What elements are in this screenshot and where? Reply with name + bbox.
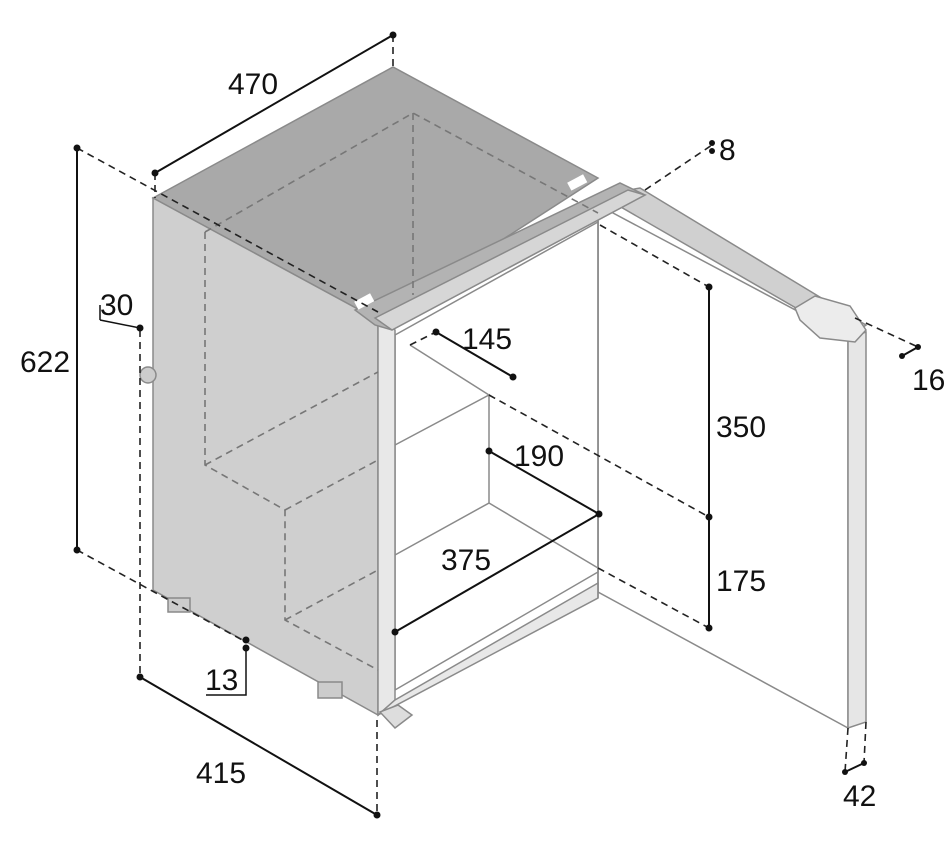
ext-bottom bbox=[76, 549, 247, 643]
ext-top bbox=[76, 147, 379, 313]
door-panel bbox=[597, 203, 849, 730]
ext-8 bbox=[644, 144, 713, 191]
hidden-step bbox=[284, 459, 379, 511]
foot-bottom bbox=[317, 681, 343, 699]
dim-415: 415 bbox=[136, 673, 381, 819]
dim-190: 190 bbox=[485, 440, 603, 518]
ext-42-a bbox=[844, 727, 849, 773]
ext-350-top bbox=[599, 224, 710, 288]
dim-16: 16 bbox=[899, 344, 945, 397]
dim-415-label: 415 bbox=[196, 757, 246, 790]
dim-8: 8 bbox=[709, 134, 736, 167]
ext-350-mid bbox=[488, 394, 710, 518]
ext-145 bbox=[409, 331, 437, 346]
dim-30: 30 bbox=[99, 289, 144, 332]
hidden-step-bottom bbox=[284, 569, 379, 621]
dim-470: 470 bbox=[151, 31, 397, 177]
mount-slot-front bbox=[354, 293, 375, 310]
inner-floor-line bbox=[488, 502, 599, 569]
ext-42-b bbox=[863, 721, 867, 764]
dim-622-label: 622 bbox=[20, 346, 70, 379]
dim-8-label: 8 bbox=[719, 134, 736, 167]
dim-350-label: 350 bbox=[716, 411, 766, 444]
dim-175: 175 bbox=[705, 517, 766, 632]
dim-13: 13 bbox=[205, 636, 250, 697]
dim-190-label: 190 bbox=[514, 440, 564, 473]
door-edge bbox=[847, 330, 867, 730]
dim-30-label: 30 bbox=[100, 289, 133, 322]
dim-42: 42 bbox=[842, 760, 876, 813]
door-handle bbox=[794, 295, 867, 343]
dim-145: 145 bbox=[432, 323, 517, 381]
top-trim-highlight bbox=[373, 189, 647, 331]
dim-622: 622 bbox=[20, 144, 81, 554]
hidden-step-top bbox=[204, 371, 379, 466]
dim-375-label: 375 bbox=[441, 544, 491, 577]
front-frame-left bbox=[377, 318, 396, 717]
dim-42-label: 42 bbox=[843, 780, 876, 813]
dim-350: 350 bbox=[705, 283, 766, 521]
dim-375: 375 bbox=[391, 513, 600, 636]
dim-16-label: 16 bbox=[912, 364, 945, 397]
side-knob bbox=[139, 366, 157, 384]
inner-shelf-line bbox=[409, 344, 490, 396]
dim-13-label: 13 bbox=[205, 664, 238, 697]
dim-175-label: 175 bbox=[716, 565, 766, 598]
dim-470-label: 470 bbox=[228, 68, 278, 101]
dim-145-label: 145 bbox=[462, 323, 512, 356]
ext-175 bbox=[597, 567, 710, 629]
mount-slot-back bbox=[567, 174, 588, 191]
foot-front bbox=[378, 704, 414, 730]
